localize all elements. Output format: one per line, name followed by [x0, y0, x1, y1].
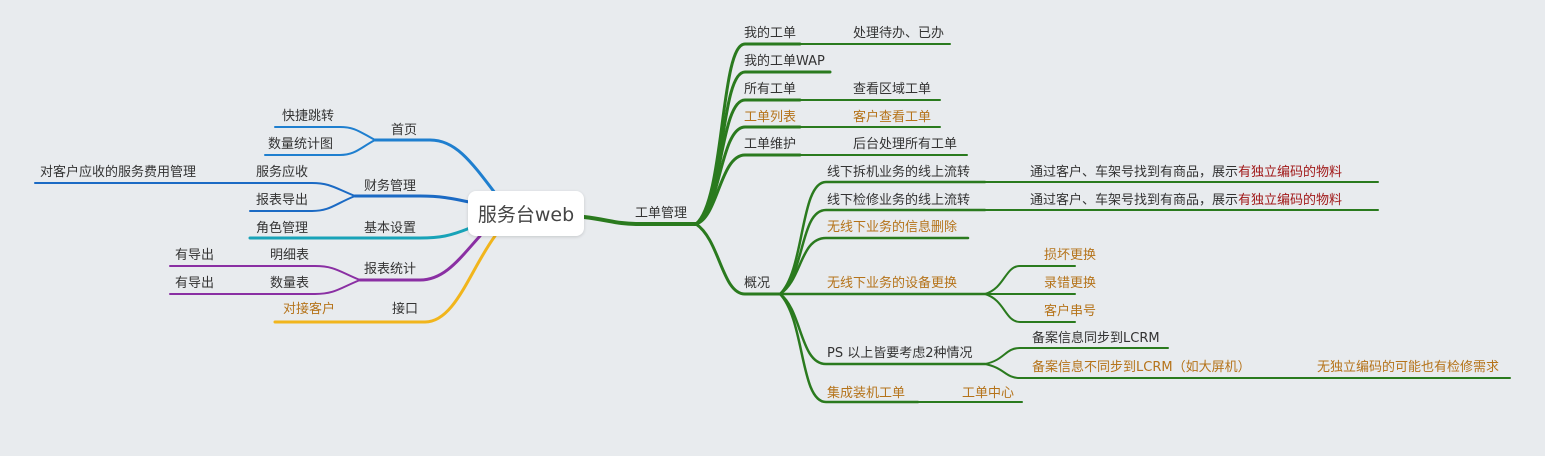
finance-service-note[interactable]: 对客户应收的服务费用管理 — [40, 165, 197, 180]
connector-home — [373, 138, 497, 195]
root-node[interactable]: 服务台web — [468, 191, 584, 236]
connector-workorder-maint — [694, 153, 802, 226]
line5-sub2-note[interactable]: 无独立编码的可能也有检修需求 — [1317, 360, 1500, 375]
item-my-workorder-note[interactable]: 处理待办、已办 — [853, 26, 945, 41]
reports-child-quantity[interactable]: 数量表 — [270, 276, 310, 291]
home-child-stats-chart[interactable]: 数量统计图 — [268, 137, 334, 152]
node-reports[interactable]: 报表统计 — [364, 262, 417, 277]
overview-line3[interactable]: 无线下业务的信息删除 — [827, 220, 958, 235]
reports-child-detail[interactable]: 明细表 — [270, 248, 310, 263]
node-home[interactable]: 首页 — [391, 123, 418, 138]
node-finance[interactable]: 财务管理 — [364, 179, 417, 194]
item-workorder-list-note[interactable]: 客户查看工单 — [853, 110, 932, 125]
overview-line4[interactable]: 无线下业务的设备更换 — [827, 276, 958, 291]
line5-sub1[interactable]: 备案信息同步到LCRM — [1032, 331, 1160, 346]
item-workorder-maint[interactable]: 工单维护 — [744, 137, 797, 152]
connector-line1 — [778, 180, 987, 296]
connector-interface — [273, 234, 497, 324]
overview-line2-note[interactable]: 通过客户、车架号找到有商品，展示有独立编码的物料 — [1030, 193, 1343, 208]
finance-child-export[interactable]: 报表导出 — [256, 193, 309, 208]
overview-line1-note[interactable]: 通过客户、车架号找到有商品，展示有独立编码的物料 — [1030, 165, 1343, 180]
item-my-workorder-wap[interactable]: 我的工单WAP — [744, 54, 825, 69]
connector-line6 — [778, 292, 920, 404]
connector-finance — [353, 194, 476, 205]
reports-quantity-note[interactable]: 有导出 — [175, 276, 215, 291]
overview-line5[interactable]: PS 以上皆要考虑2种情况 — [827, 346, 973, 361]
line4-child-damage[interactable]: 损坏更换 — [1044, 248, 1097, 263]
node-settings[interactable]: 基本设置 — [364, 221, 417, 236]
connector-overview — [694, 222, 782, 296]
connector-settings — [248, 226, 472, 240]
finance-child-service[interactable]: 服务应收 — [256, 165, 309, 180]
reports-detail-note[interactable]: 有导出 — [175, 248, 215, 263]
interface-child-client[interactable]: 对接客户 — [283, 302, 336, 317]
connector-root-workorder — [582, 215, 698, 226]
node-interface[interactable]: 接口 — [392, 302, 419, 317]
item-all-workorders[interactable]: 所有工单 — [744, 82, 797, 97]
settings-child-roles[interactable]: 角色管理 — [256, 221, 309, 236]
overview-line6-note[interactable]: 工单中心 — [962, 386, 1015, 401]
overview-line6[interactable]: 集成装机工单 — [827, 386, 906, 401]
line5-sub2[interactable]: 备案信息不同步到LCRM（如大屏机） — [1032, 360, 1251, 375]
item-all-workorders-note[interactable]: 查看区域工单 — [853, 82, 932, 97]
connector-line3 — [778, 236, 970, 296]
line4-child-wrong[interactable]: 录错更换 — [1044, 276, 1097, 291]
item-workorder-list[interactable]: 工单列表 — [744, 110, 797, 125]
connector-reports — [358, 234, 482, 282]
line4-child-serial[interactable]: 客户串号 — [1044, 304, 1097, 319]
node-workorder-mgmt[interactable]: 工单管理 — [635, 206, 688, 221]
node-overview[interactable]: 概况 — [744, 276, 771, 291]
item-workorder-maint-note[interactable]: 后台处理所有工单 — [853, 137, 958, 152]
home-child-quick-jump[interactable]: 快捷跳转 — [282, 109, 335, 124]
overview-line1[interactable]: 线下拆机业务的线上流转 — [827, 165, 971, 180]
overview-line2[interactable]: 线下检修业务的线上流转 — [827, 193, 971, 208]
item-my-workorder[interactable]: 我的工单 — [744, 26, 797, 41]
